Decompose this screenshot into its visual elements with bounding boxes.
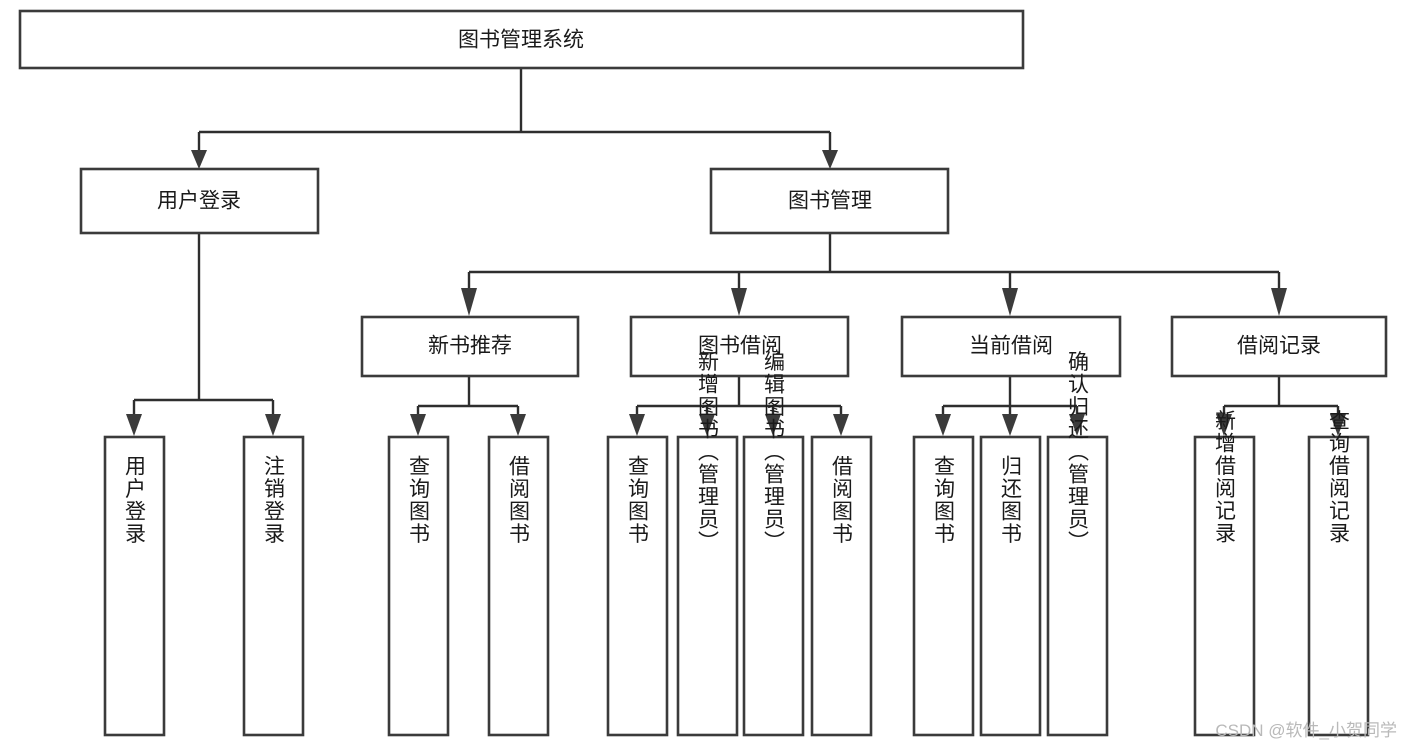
leaf-return-book[interactable]: 归还图书 — [979, 435, 1042, 737]
csdn-watermark: CSDN @软件_小贺同学 — [1215, 721, 1397, 740]
leaf-query-book-borrow-label: 查询图书 — [626, 455, 650, 545]
arrowhead-user-login — [191, 150, 207, 169]
connector-group-borrow-record-to-leaves — [1216, 376, 1346, 436]
leaf-logout-login-label: 注销登录 — [262, 455, 286, 545]
arrowhead-leaf-borrow-book-1 — [510, 414, 526, 436]
node-book-management-box — [709, 167, 950, 235]
connector-group-user-login-to-leaves — [126, 233, 281, 436]
node-root-box — [18, 9, 1025, 70]
leaf-borrow-book-recommend-box — [487, 435, 550, 737]
leaf-borrow-book-borrow[interactable]: 借阅图书 — [810, 435, 873, 737]
node-user-login-box — [79, 167, 320, 235]
leaf-borrow-book-borrow-box — [810, 435, 873, 737]
connector-group-current-borrow-to-leaves — [935, 376, 1085, 436]
arrowhead-leaf-logout — [265, 414, 281, 436]
connector-group-book-manage-to-level2 — [461, 233, 1287, 316]
node-book-borrow-box — [629, 315, 850, 378]
leaf-user-login[interactable]: 用户登录 — [103, 435, 166, 737]
arrowhead-leaf-add-book — [699, 414, 715, 436]
node-borrow-record-box — [1170, 315, 1388, 378]
leaf-edit-book-admin[interactable]: 编辑图书（管理员） — [742, 351, 805, 737]
leaf-edit-book-admin-label: 编辑图书（管理员） — [762, 351, 786, 554]
node-current-borrow-label: 当前借阅 — [969, 335, 1053, 358]
leaf-query-book-borrow[interactable]: 查询图书 — [606, 435, 669, 737]
node-new-book-recommend[interactable]: 新书推荐 — [360, 315, 580, 378]
leaf-return-book-box — [979, 435, 1042, 737]
arrowhead-leaf-edit-book — [765, 414, 781, 436]
node-book-management[interactable]: 图书管理 — [709, 167, 950, 235]
leaf-logout-login-box — [242, 435, 305, 737]
leaf-logout-login[interactable]: 注销登录 — [242, 435, 305, 737]
leaf-borrow-book-recommend[interactable]: 借阅图书 — [487, 435, 550, 737]
leaf-query-borrow-record[interactable]: 查询借阅记录 — [1307, 410, 1370, 737]
leaf-add-book-admin-box — [676, 435, 739, 737]
leaf-query-book-current-box — [912, 435, 975, 737]
arrowhead-leaf-add-record — [1216, 414, 1232, 436]
leaf-add-book-admin[interactable]: 新增图书（管理员） — [676, 351, 739, 737]
leaf-add-borrow-record-label: 新增借阅记录 — [1213, 410, 1237, 545]
node-book-borrow-label: 图书借阅 — [698, 335, 782, 358]
arrowhead-leaf-confirm-return — [1069, 414, 1085, 436]
node-new-book-recommend-label: 新书推荐 — [428, 335, 512, 358]
leaf-query-book-borrow-box — [606, 435, 669, 737]
arrowhead-leaf-user-login — [126, 414, 142, 436]
connector-group-book-borrow-to-leaves — [629, 376, 849, 436]
node-borrow-record[interactable]: 借阅记录 — [1170, 315, 1388, 378]
leaf-add-book-admin-label: 新增图书（管理员） — [696, 351, 720, 554]
node-current-borrow-box — [900, 315, 1122, 378]
leaf-borrow-book-recommend-label: 借阅图书 — [507, 455, 531, 545]
node-borrow-record-label: 借阅记录 — [1237, 335, 1321, 358]
arrowhead-book-manage — [822, 150, 838, 169]
connector-group-root-to-level1 — [191, 68, 838, 169]
leaf-query-book-current[interactable]: 查询图书 — [912, 435, 975, 737]
leaf-borrow-book-borrow-label: 借阅图书 — [830, 455, 854, 545]
connector-group-new-book-to-leaves — [410, 376, 526, 436]
leaf-query-borrow-record-box — [1307, 435, 1370, 737]
arrowhead-leaf-query-book-1 — [410, 414, 426, 436]
node-user-login[interactable]: 用户登录 — [79, 167, 320, 235]
arrowhead-leaf-borrow-book-2 — [833, 414, 849, 436]
node-new-book-recommend-box — [360, 315, 580, 378]
leaf-query-book-recommend-label: 查询图书 — [407, 455, 431, 545]
node-root-label: 图书管理系统 — [458, 29, 584, 52]
arrowhead-borrow-record — [1271, 288, 1287, 316]
arrowhead-book-borrow — [731, 288, 747, 316]
arrowhead-leaf-query-book-2 — [629, 414, 645, 436]
node-current-borrow[interactable]: 当前借阅 — [900, 315, 1122, 378]
leaf-confirm-return-admin-label: 确认归还（管理员） — [1066, 351, 1090, 554]
arrowhead-current-borrow — [1002, 288, 1018, 316]
arrowhead-leaf-query-record — [1330, 414, 1346, 436]
node-root-book-management-system[interactable]: 图书管理系统 — [18, 9, 1025, 70]
leaf-user-login-box — [103, 435, 166, 737]
leaf-return-book-label: 归还图书 — [999, 455, 1023, 545]
arrowhead-leaf-return-book — [1002, 414, 1018, 436]
leaf-query-borrow-record-label: 查询借阅记录 — [1327, 410, 1351, 545]
leaf-query-book-recommend-box — [387, 435, 450, 737]
leaf-add-borrow-record-box — [1193, 435, 1256, 737]
leaf-query-book-current-label: 查询图书 — [932, 455, 956, 545]
arrowhead-new-book-recommend — [461, 288, 477, 316]
leaf-confirm-return-admin-box — [1046, 435, 1109, 737]
leaf-add-borrow-record[interactable]: 新增借阅记录 — [1193, 410, 1256, 737]
arrowhead-leaf-query-book-3 — [935, 414, 951, 436]
node-user-login-label: 用户登录 — [157, 190, 241, 213]
leaf-edit-book-admin-box — [742, 435, 805, 737]
node-book-borrow[interactable]: 图书借阅 — [629, 315, 850, 378]
leaf-user-login-label: 用户登录 — [123, 455, 147, 545]
leaf-query-book-recommend[interactable]: 查询图书 — [387, 435, 450, 737]
node-book-management-label: 图书管理 — [788, 190, 872, 213]
leaf-confirm-return-admin[interactable]: 确认归还（管理员） — [1046, 351, 1109, 737]
